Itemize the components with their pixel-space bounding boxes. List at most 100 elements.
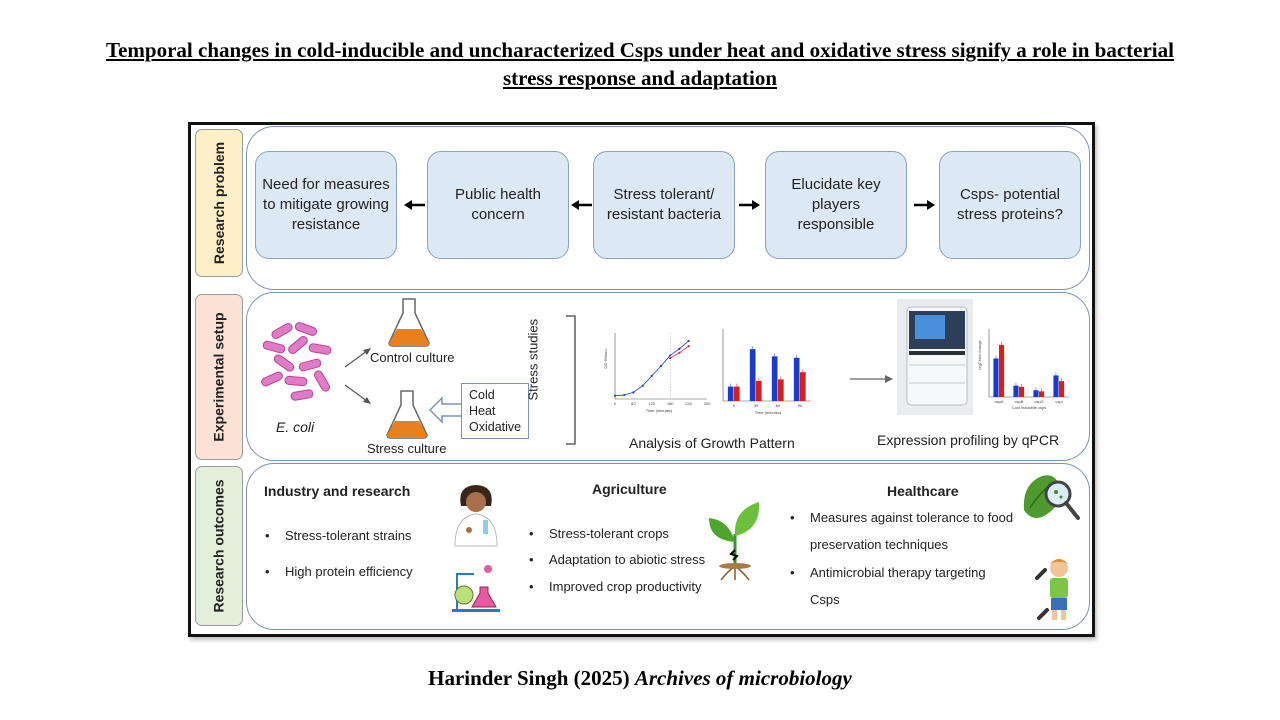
plant-icon [709, 502, 760, 581]
stressor-heat: Heat [469, 404, 496, 418]
problem-box-public-health: Public health concern [427, 151, 569, 259]
growth-x-tick: 300 [704, 401, 711, 406]
healthcare-item-continued: preservation techniques [810, 537, 949, 552]
qpcr-bar [993, 358, 999, 397]
growth-bars-x-tick: 30 [754, 403, 759, 408]
growth-caption: Analysis of Growth Pattern [629, 435, 795, 451]
qpcr-x-tick: cspG [1034, 399, 1043, 404]
growth-point [632, 391, 635, 394]
growth-series-line [614, 340, 689, 397]
growth-x-tick: 240 [685, 401, 692, 406]
qpcr-x-tick: cspA [995, 399, 1004, 404]
healthcare-heading: Healthcare [887, 483, 959, 499]
growth-point [641, 384, 644, 387]
growth-ylabel: OD 600nm [603, 349, 608, 369]
growth-point [669, 356, 672, 360]
qpcr-machine-icon [897, 299, 973, 415]
growth-bars-bar [778, 379, 784, 401]
problem-box-csps-text: Csps- potential stress proteins? [957, 186, 1063, 223]
page-title: Temporal changes in cold-inducible and u… [20, 36, 1260, 92]
research-problem-label: Research problem [211, 141, 228, 265]
growth-point [678, 351, 681, 354]
growth-x-tick: 120 [648, 401, 655, 406]
qpcr-caption: Expression profiling by qPCR [877, 432, 1060, 448]
agriculture-heading: Agriculture [592, 481, 667, 497]
research-problem-panel: Need for measures to mitigate growing re… [246, 126, 1090, 290]
citation: Harinder Singh (2025) Archives of microb… [0, 666, 1280, 691]
experimental-setup-label: Experimental setup [211, 312, 227, 442]
scientist-icon [454, 485, 498, 547]
food-magnifier-icon [1023, 475, 1080, 520]
stressors-box: Cold Heat Oxidative [461, 383, 529, 439]
growth-point [650, 374, 653, 377]
control-culture-label: Control culture [370, 350, 455, 365]
research-outcomes-tag: Research outcomes [195, 466, 243, 626]
arrow-left-icon [571, 200, 592, 210]
citation-journal: Archives of microbiology [634, 666, 852, 690]
problem-box-stress-tolerant-text: Stress tolerant/ resistant bacteria [606, 186, 722, 223]
growth-bars-x-tick: 60 [776, 403, 781, 408]
ecoli-cells-icon [261, 322, 332, 401]
agriculture-item: Improved crop productivity [529, 579, 702, 594]
lab-glassware-icon [452, 565, 500, 612]
problem-box-stress-tolerant: Stress tolerant/ resistant bacteria [593, 151, 735, 259]
growth-bars-bar [793, 357, 800, 401]
growth-point [678, 347, 681, 350]
growth-xlabel: Time (minutes) [646, 408, 673, 413]
control-flask-icon [388, 298, 430, 347]
qpcr-bar [1059, 381, 1065, 397]
growth-point [613, 394, 617, 397]
stressor-oxidative: Oxidative [469, 420, 522, 434]
arrow-right-icon [739, 200, 760, 210]
healthcare-item: Measures against tolerance to food [790, 510, 1013, 525]
problem-box-public-health-text: Public health concern [455, 186, 541, 223]
agriculture-item: Adaptation to abiotic stress [529, 552, 705, 567]
growth-point [623, 393, 626, 397]
healthcare-item-continued: Csps [810, 592, 840, 607]
qpcr-bar [999, 344, 1005, 397]
agriculture-item: Stress-tolerant crops [529, 526, 669, 541]
growth-bars-bar [756, 380, 762, 401]
title-line-2: stress response and adaptation [502, 66, 778, 90]
growth-bars-bar [800, 372, 806, 401]
title-line-1: Temporal changes in cold-inducible and u… [106, 38, 1174, 62]
arrow-right-icon [914, 200, 935, 210]
arrow-left-icon [404, 200, 425, 210]
growth-bars-bar [771, 356, 778, 401]
growth-bars-bar [734, 386, 740, 401]
industry-heading: Industry and research [264, 483, 411, 499]
ecoli-label: E. coli [276, 419, 315, 435]
problem-box-key-players-text: Elucidate key players responsible [791, 176, 881, 233]
growth-point [687, 345, 690, 348]
graphical-abstract-frame: Research problem Need for measures to mi… [188, 122, 1095, 637]
industry-item: High protein efficiency [265, 564, 413, 579]
growth-bars-x-tick: 0 [733, 403, 736, 408]
research-outcomes-label: Research outcomes [211, 479, 227, 613]
qpcr-bar [1033, 390, 1039, 397]
problem-box-key-players: Elucidate key players responsible [765, 151, 907, 259]
child-patient-icon [1035, 559, 1068, 620]
citation-author: Harinder Singh (2025) [428, 666, 630, 690]
research-problem-tag: Research problem [195, 129, 243, 277]
qpcr-bar [1053, 375, 1059, 397]
growth-point [687, 339, 690, 343]
research-outcomes-panel: Industry and research Stress-tolerant st… [246, 463, 1090, 630]
qpcr-bar [1019, 386, 1025, 397]
qpcr-xlabel: Cold inducible csps [1012, 405, 1046, 410]
growth-point [659, 364, 663, 368]
experimental-setup-panel: E. coli Control culture Stress culture C… [246, 292, 1090, 461]
growth-x-tick: 0 [614, 401, 617, 406]
stress-culture-label: Stress culture [367, 441, 447, 456]
bracket-icon [566, 315, 576, 445]
growth-point [669, 354, 672, 357]
qpcr-x-tick: cspB [1015, 399, 1024, 404]
stressor-cold: Cold [469, 388, 495, 402]
arrow-right-icon [850, 375, 893, 383]
stress-studies-label: Stress studies [525, 318, 541, 401]
growth-bars-bar [727, 386, 734, 401]
